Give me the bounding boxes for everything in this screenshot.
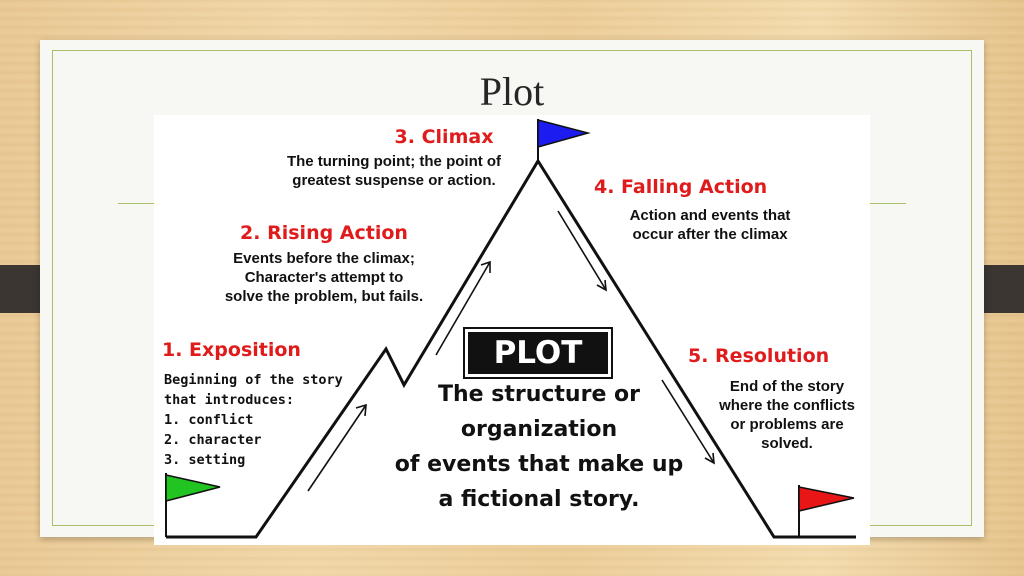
rising-action-description: Events before the climax; Character's at… (204, 249, 444, 306)
exposition-line: 2. character (164, 432, 262, 448)
slide-title: Plot (479, 69, 545, 114)
definition-line: The structure or (438, 382, 640, 407)
rising-action-line: Events before the climax; (233, 250, 415, 267)
arrow-rising-1-head (355, 403, 367, 417)
rising-action-line: solve the problem, but fails. (224, 288, 424, 305)
climax-heading: 3. Climax (394, 126, 494, 148)
falling-action-line: Action and events that (629, 207, 791, 224)
plot-mountain-graphic (165, 119, 856, 539)
climax-description: The turning point; the point of greatest… (264, 152, 524, 190)
resolution-line: or problems are (730, 416, 844, 433)
end-flag-icon (798, 486, 855, 512)
exposition-line: Beginning of the story (164, 372, 343, 388)
arrow-rising-1 (307, 404, 367, 492)
climax-line: greatest suspense or action. (292, 172, 496, 189)
falling-action-line: occur after the climax (632, 226, 788, 243)
arrow-falling-1 (557, 210, 607, 291)
plot-mountain-line (166, 158, 856, 539)
arrow-falling-1-head (596, 279, 607, 292)
arrow-falling-2 (661, 379, 715, 464)
plot-definition: The structure or organization of events … (384, 377, 694, 517)
exposition-line: 3. setting (164, 452, 246, 468)
arrow-rising-2 (435, 261, 491, 356)
falling-action-description: Action and events that occur after the c… (590, 206, 830, 244)
resolution-line: where the conflicts (719, 397, 855, 414)
arrow-rising-2-head (480, 260, 491, 273)
exposition-line: 1. conflict (164, 412, 254, 428)
climax-line: The turning point; the point of (286, 153, 502, 170)
start-flag-icon (165, 474, 221, 502)
exposition-description: Beginning of the story that introduces: … (164, 370, 354, 470)
arrow-falling-2-head (704, 452, 715, 465)
title-rule-right (866, 203, 906, 204)
plot-label-box: PLOT (463, 327, 613, 379)
resolution-description: End of the story where the conflicts or … (702, 377, 872, 453)
definition-line: a fictional story. (438, 487, 640, 512)
falling-action-heading: 4. Falling Action (594, 176, 768, 198)
resolution-line: solved. (761, 435, 813, 452)
definition-line: of events that make up (394, 452, 684, 477)
plot-diagram: 3. Climax The turning point; the point o… (154, 115, 870, 545)
rising-action-line: Character's attempt to (244, 269, 404, 286)
resolution-line: End of the story (729, 378, 845, 395)
title-rule-left (118, 203, 158, 204)
direction-arrows (307, 210, 715, 492)
definition-line: organization (460, 417, 618, 442)
rising-action-heading: 2. Rising Action (240, 222, 408, 244)
exposition-line: that introduces: (164, 392, 295, 408)
peak-flag-icon (537, 119, 591, 148)
resolution-heading: 5. Resolution (688, 345, 830, 367)
exposition-heading: 1. Exposition (162, 339, 301, 361)
